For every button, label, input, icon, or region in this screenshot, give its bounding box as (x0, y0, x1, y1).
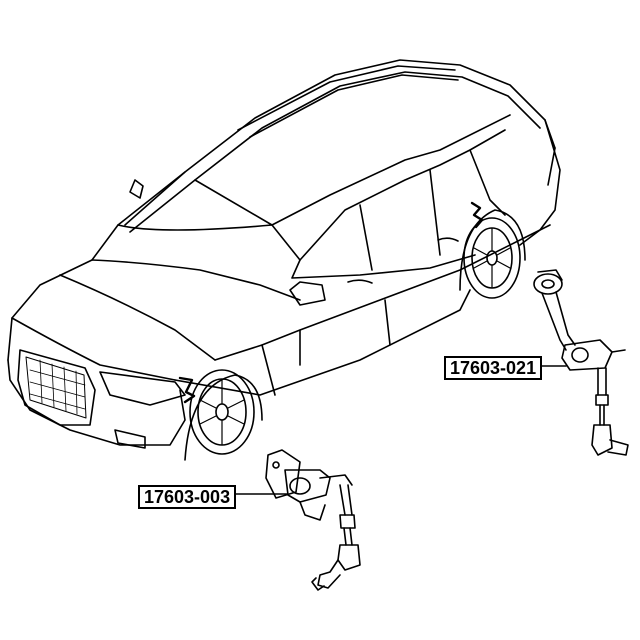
part-number-label-rear: 17603-021 (444, 356, 543, 380)
car-illustration (7, 59, 561, 461)
part-number-label-front: 17603-003 (138, 485, 237, 509)
rear-level-sensor (533, 269, 629, 456)
front-level-sensor (265, 449, 361, 591)
